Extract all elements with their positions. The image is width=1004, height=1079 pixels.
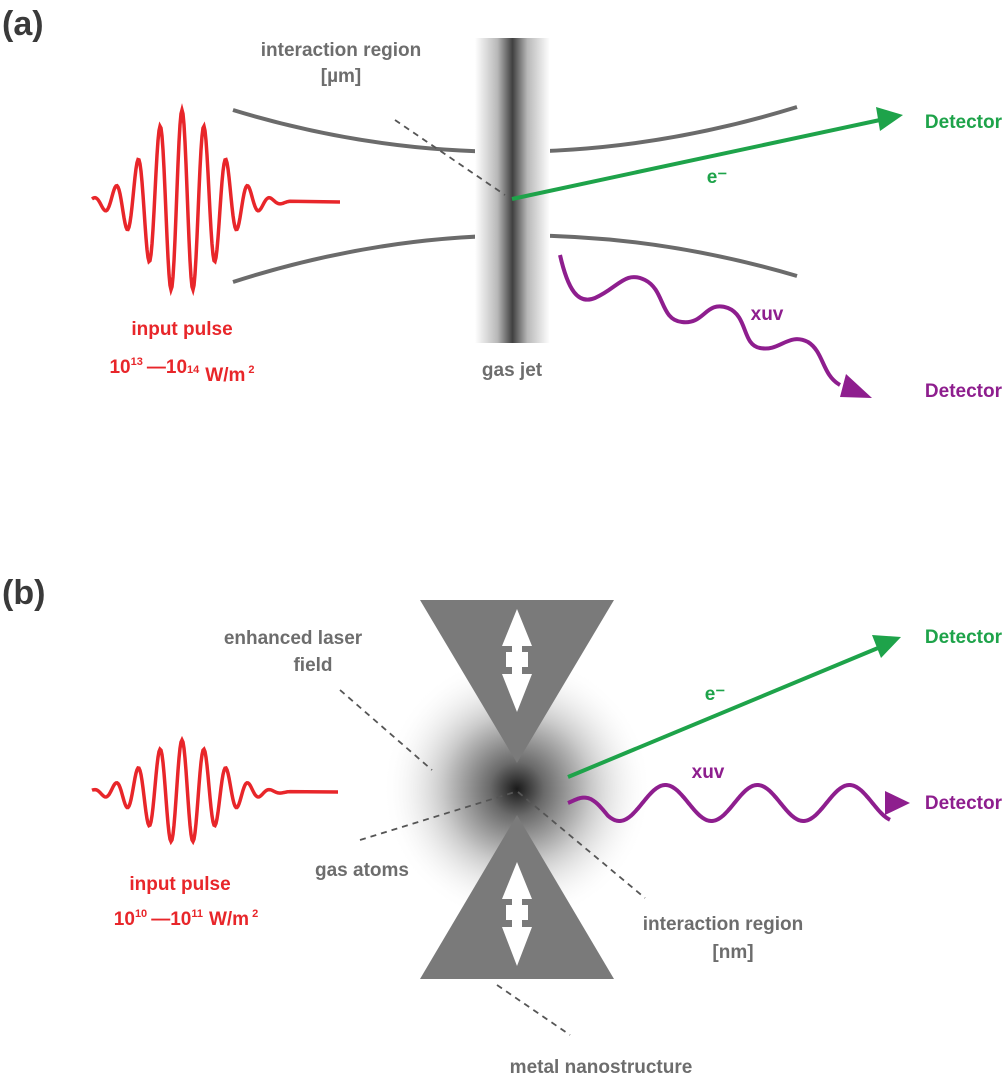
electron-arrowhead [876,107,903,131]
upper-dipole-arrow-icon [502,609,532,712]
enhanced-field-glow [382,654,652,924]
electron-detector-label: Detector [925,627,1003,648]
panel-b-tag: (b) [2,574,45,612]
input-pulse-wave [90,103,341,297]
interaction-region-unit: [µm] [321,66,362,87]
xuv-wave [567,783,891,823]
xuv-detector-label: Detector [925,381,1003,402]
input-pulse-label: input pulse [131,319,232,340]
panel-a-tag: (a) [2,5,44,43]
xuv-detector-label: Detector [925,793,1003,814]
electron-detector-label: Detector [925,112,1003,133]
lower-dipole-arrow-icon [502,862,532,966]
xuv-wave [558,254,842,387]
panel-b: (b) enhanced laser field gas atoms inter… [2,574,1003,1078]
xuv-label: xuv [751,304,784,325]
xuv-arrowhead [885,791,910,815]
xuv-arrowhead [840,374,872,398]
electron-symbol: e⁻ [705,684,726,705]
gas-jet-label: gas jet [482,360,543,381]
interaction-region-label: interaction region [643,914,803,935]
electron-symbol: e⁻ [707,167,728,188]
gas-jet [475,38,550,343]
gas-atoms-leader [359,791,516,841]
input-pulse-wave [91,735,339,846]
interaction-region-label: interaction region [261,40,421,61]
electron-arrow [567,646,879,779]
enhanced-field-label-2: field [293,655,332,676]
input-pulse-label: input pulse [129,874,230,895]
interaction-region-nm-leader [517,791,646,899]
interaction-region-leader [394,119,506,196]
interaction-region-unit: [nm] [712,942,753,963]
panel-a: (a) interaction region [µm] gas jet inpu… [2,5,1003,402]
metal-nanostructure-label: metal nanostructure [510,1057,693,1078]
nanostructure-leader [496,984,571,1036]
xuv-label: xuv [692,762,725,783]
electron-arrow [511,118,881,201]
electron-arrowhead [872,635,901,658]
enhanced-field-label: enhanced laser [224,628,363,649]
gas-atoms-label: gas atoms [315,860,409,881]
enhanced-field-leader [339,689,433,771]
